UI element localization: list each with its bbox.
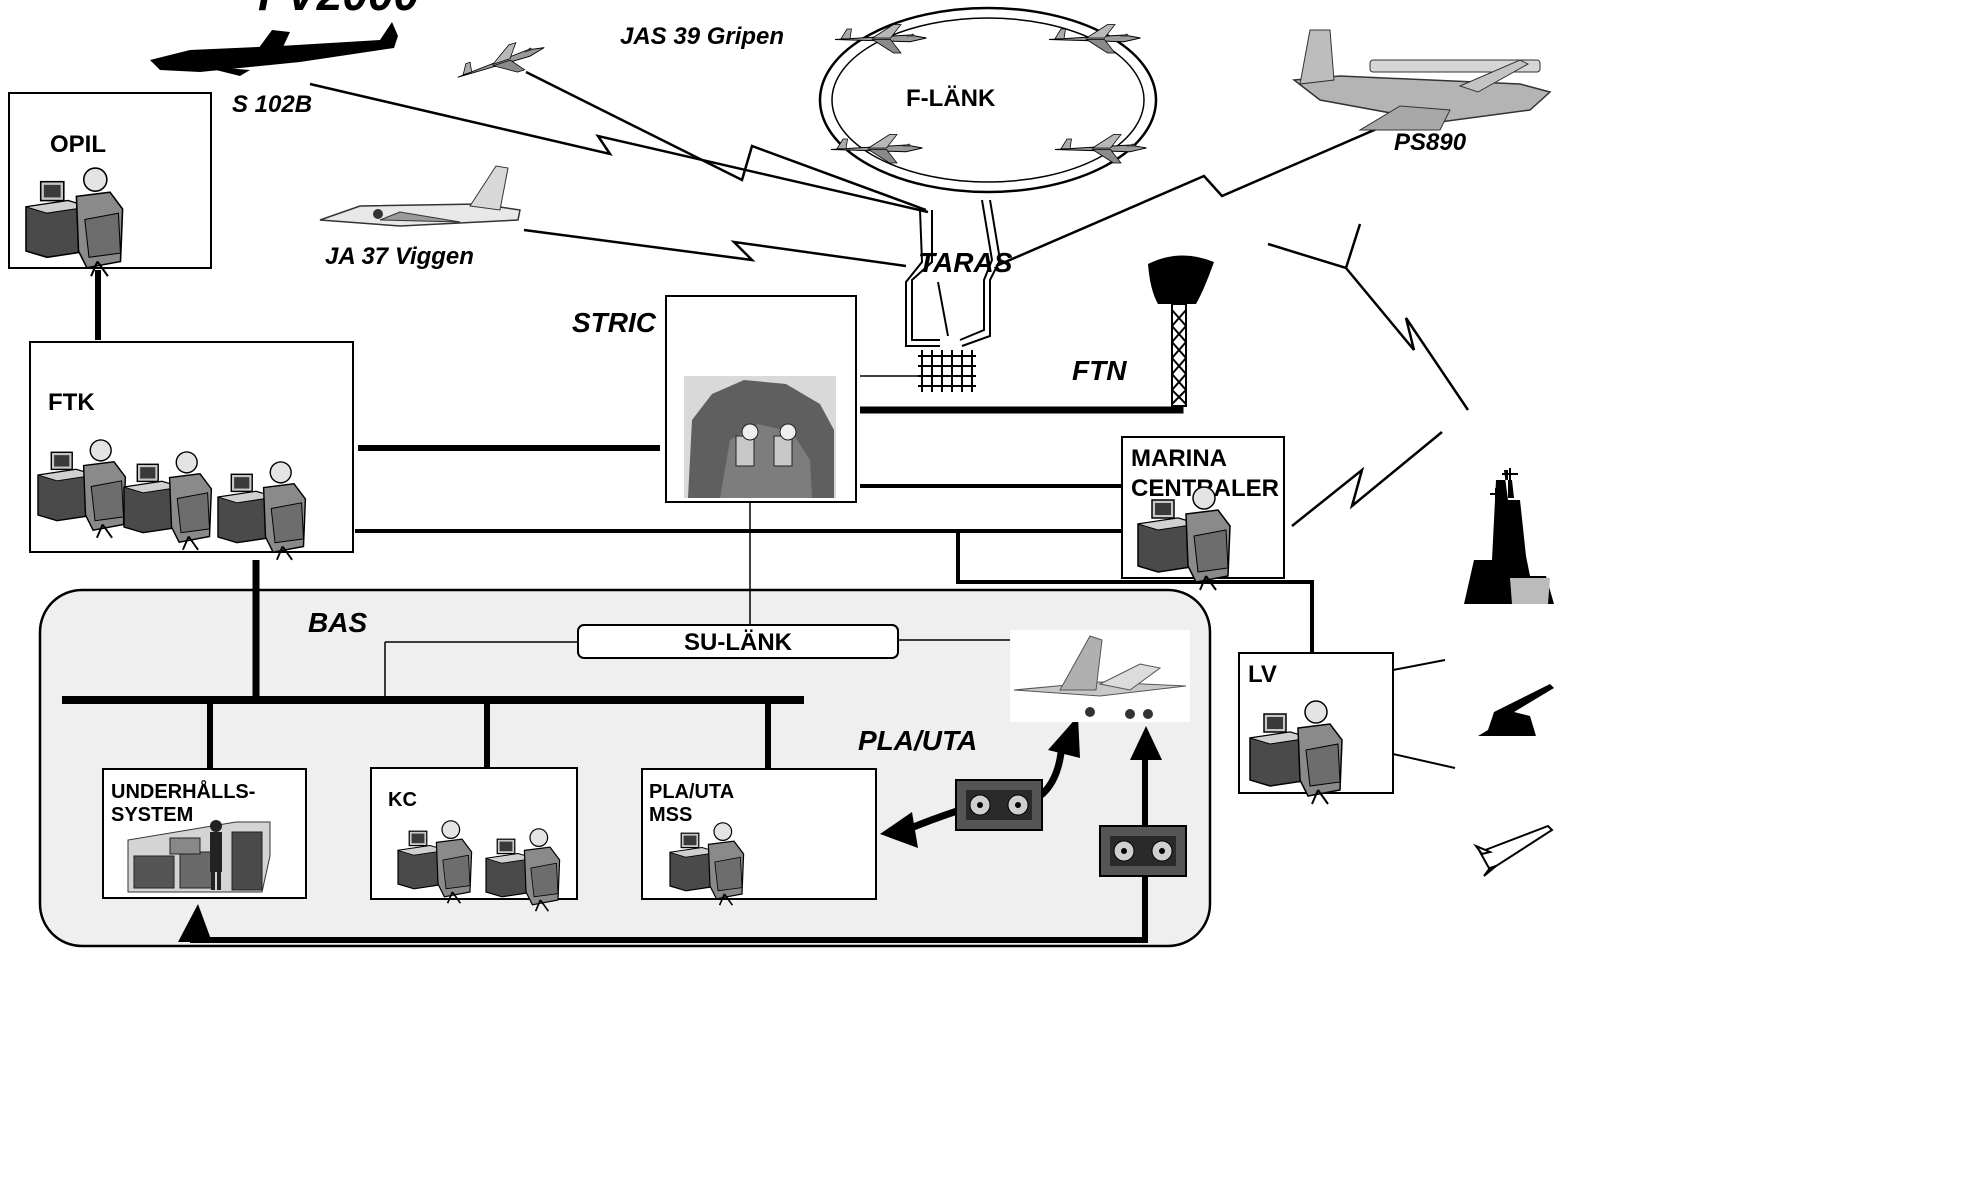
arrow-to-mss-icon [880,812,918,848]
radar-mast-icon [1148,255,1214,407]
s102b-aircraft-icon [150,22,398,76]
su-lank-box [577,624,899,659]
video-cassette-icon [955,779,1043,831]
ja37-label: JA 37 Viggen [325,243,474,270]
ps890-label: PS890 [1394,129,1467,156]
su-lank-label: SU-LÄNK [684,629,793,656]
title-partial: FV2000 [258,0,420,20]
bas-area [38,588,1212,948]
ja37-aircraft-icon [319,165,521,227]
ftn-label: FTN [1072,355,1127,386]
s102b-label: S 102B [232,91,312,118]
ftk-label: FTK [48,389,95,416]
underhall-label-line2: SYSTEM [111,804,193,826]
arrow-up-aircraft-icon [1130,726,1162,760]
marina-label-line1: MARINA [1131,445,1227,472]
mss-label-line2: MSS [649,804,692,826]
arrow-to-aircraft-icon [1048,716,1080,758]
opil-label: OPIL [50,131,106,158]
missile-icon [1472,824,1554,877]
kc-label: KC [388,789,417,811]
taras-label: TARAS [918,247,1013,278]
arrow-up-underhall-icon [178,904,212,942]
pla-uta-label: PLA/UTA [858,725,977,756]
bunker-operators-icon [684,376,836,498]
gripen-jet-icon [830,134,923,164]
taras-grid-icon [918,350,976,392]
f-lank-ring [818,6,1158,194]
gripen-parked-icon [1010,630,1190,722]
maintenance-room-icon [127,820,271,893]
warship-icon [1464,468,1554,604]
underhall-label-line1: UNDERHÅLLS- [111,779,255,803]
f-lank-label: F-LÄNK [906,85,996,112]
lv-label: LV [1248,661,1277,688]
gripen-jet-icon [1054,134,1147,164]
video-cassette-icon [1099,825,1187,877]
network-lines [62,70,1470,943]
stric-label: STRIC [572,307,657,338]
ps890-aircraft-icon [1292,29,1552,131]
anti-aircraft-gun-icon [1478,684,1554,736]
bas-label: BAS [308,607,367,638]
gripen-jet-icon [452,34,550,91]
mss-label-line1: PLA/UTA [649,781,734,803]
jas39-label: JAS 39 Gripen [620,23,784,50]
